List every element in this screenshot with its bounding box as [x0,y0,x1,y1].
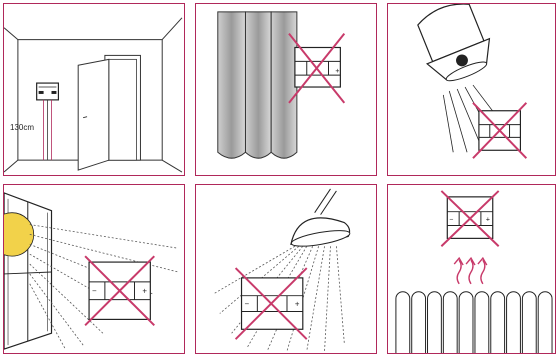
spotlight-scene [417,4,528,159]
thermostat-crossed-icon: − + [440,190,500,247]
plus-label: + [335,68,339,75]
sun-rays [29,224,179,350]
room-corner-icon [4,17,183,173]
plus-label: + [486,217,490,224]
thermostat-crossed-icon: − + [84,255,155,327]
panel-no-spotlight [387,3,556,176]
panel-correct-placement: 130cm [3,3,185,176]
minus-label: − [449,217,453,224]
radiator-icon [395,291,553,353]
curtain-icon [217,11,298,159]
minus-label: − [92,287,97,296]
panel-no-shower-lamp: − + [195,184,377,354]
minus-label: − [244,300,249,309]
panel-no-radiator: − + [387,184,556,354]
wall-thermostat-icon [36,82,60,161]
thermostat-crossed-icon: + [288,33,346,104]
panel-no-curtain: + [195,3,377,176]
sun-icon [4,212,35,257]
height-caption: 130cm [10,123,35,132]
heat-arrows-icon [453,256,488,285]
plus-label: + [142,287,147,296]
lamp-scene: − + [213,188,351,352]
thermostat-crossed-icon: − + [234,267,308,340]
lamp-icon [290,188,351,247]
curtain-scene: + [217,11,346,159]
plus-label: + [295,300,300,309]
radiator-scene: − + [395,190,553,353]
thermostat-crossed-icon [472,102,528,159]
door-icon [77,54,141,171]
panel-no-sunlight: − + [3,184,185,354]
sunlight-scene: − + [4,192,179,350]
